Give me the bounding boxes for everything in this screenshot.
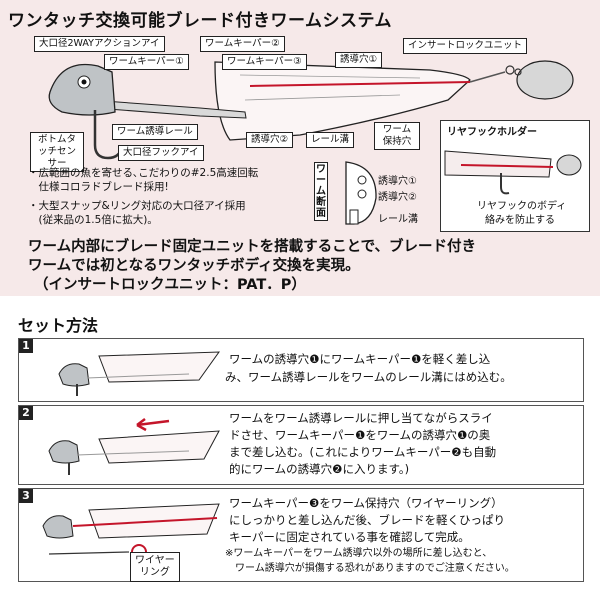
lure-illustration — [48, 60, 574, 160]
label-big-eye-2way: 大口径2WAYアクションアイ — [34, 36, 165, 52]
step-number: 2 — [19, 406, 33, 420]
headline-line-1: ワーム内部にブレード固定ユニットを搭載することで、ブレード付き — [28, 239, 477, 255]
colorado-blade — [516, 60, 574, 100]
wire-ring-line-1: ワイヤー — [135, 555, 175, 566]
cross-section-hole-2: 誘導穴② — [378, 192, 417, 203]
step-2-line-3: まで差し込む。(これによりワームキーパー❷も自動 — [229, 445, 497, 459]
product-overview-section: ワンタッチ交換可能ブレード付きワームシステム 大口径2WAYアクションアイ ワー… — [0, 0, 600, 296]
step-2-line-4: 的にワームの誘導穴❷に入ります。) — [229, 462, 410, 476]
page-title: ワンタッチ交換可能ブレード付きワームシステム — [8, 11, 392, 31]
cross-section-shape — [345, 161, 377, 225]
label-rail-groove: レール溝 — [306, 132, 355, 148]
slide-direction-arrow — [136, 419, 170, 427]
headline-line-3: （インサートロックユニット：PAT．P） — [34, 277, 306, 293]
step-2-illustration — [48, 418, 220, 475]
insert-lock-wire — [249, 81, 471, 87]
rear-hook-note-2: 絡みを防止する — [485, 215, 555, 226]
step-3-line-3: キーパーに固定されている事を確認して完成。 — [229, 530, 470, 544]
rear-hook-holder-panel: リヤフックホルダー リヤフックのボディ 絡みを防止する — [440, 120, 590, 232]
worm-body-shape — [214, 61, 471, 141]
headline-line-2: ワームでは初となるワンタッチボディ交換を実現。 — [28, 258, 360, 274]
step-number: 3 — [19, 489, 33, 503]
label-worm-keeper-1: ワームキーパー① — [104, 54, 189, 70]
wire-ring-line-2: リング — [139, 567, 170, 578]
wire-ring-label: ワイヤー リング — [130, 552, 180, 582]
rear-hook-illustration — [444, 150, 582, 195]
rear-hook-holder-title: リヤフックホルダー — [447, 127, 537, 138]
setup-step-2: 2 ワームをワーム誘導レールに押し当てながらスライ ドさせ、ワームキーパー❶をワ… — [18, 405, 584, 485]
step-1-line-1: ワームの誘導穴❶にワームキーパー❶を軽く差し込 — [229, 352, 491, 366]
label-guide-hole-1: 誘導穴① — [335, 52, 383, 68]
label-worm-guide-rail: ワーム誘導レール — [112, 124, 198, 140]
step-3-note-2: ワーム誘導穴が損傷する恐れがありますのでご注意ください。 — [225, 563, 515, 574]
step-3-line-2: にしっかりと差し込んだ後、ブレードを軽くひっぱり — [229, 513, 505, 527]
lure-head-shape — [48, 63, 116, 116]
step-1-line-2: み、ワーム誘導レールをワームのレール溝にはめ込む。 — [225, 370, 512, 384]
label-worm-keeper-2: ワームキーパー② — [200, 36, 285, 52]
headline: ワーム内部にブレード固定ユニットを搭載することで、ブレード付き ワームでは初とな… — [28, 238, 588, 295]
setup-step-1: 1 ワームの誘導穴❶にワームキーパー❶を軽く差し込 み、ワーム誘導レールをワーム… — [18, 338, 584, 402]
feature-line-3: ・大型スナップ&リング対応の大口径アイ採用 — [28, 200, 246, 212]
feature-line-2: 仕様コロラドブレード採用! — [28, 181, 169, 193]
step-3-line-1: ワームキーパー❸をワーム保持穴（ワイヤーリング） — [229, 496, 503, 510]
label-worm-holding-hole: ワーム保持穴 — [374, 122, 420, 150]
label-big-hook-eye: 大口径フックアイ — [118, 145, 204, 161]
label-bottom-touch-sensor: ボトムタッチセンサー — [30, 132, 84, 172]
step-2-line-2: ドさせ、ワームキーパー❶をワームの誘導穴❶の奥 — [229, 428, 491, 442]
feature-line-4: (従来品の1.5倍に拡大)｡ — [28, 214, 153, 226]
feature-line-1: ・広範囲の魚を寄せる､こだわりの#2.5高速回転 — [28, 167, 259, 179]
cross-section-rail: レール溝 — [378, 214, 418, 225]
cross-section-diagram: ワーム断面 誘導穴① 誘導穴② レール溝 — [314, 158, 434, 228]
step-3-illustration — [42, 503, 220, 560]
cross-section-hole-1: 誘導穴① — [378, 176, 417, 187]
cross-section-side-label: ワーム断面 — [314, 162, 328, 221]
label-worm-keeper-3: ワームキーパー③ — [222, 54, 307, 70]
setup-step-3: 3 ワームキーパー❸をワーム保持穴（ワイヤーリング） にしっかりと差し込んだ後、… — [18, 488, 584, 582]
step-1-illustration — [58, 351, 220, 396]
step-2-line-1: ワームをワーム誘導レールに押し当てながらスライ — [229, 411, 493, 425]
setup-title: セット方法 — [18, 316, 99, 335]
label-insert-lock-unit: インサートロックユニット — [403, 38, 528, 54]
label-guide-hole-2: 誘導穴② — [246, 132, 294, 148]
step-3-note-1: ※ワームキーパーをワーム誘導穴以外の場所に差し込むと、 — [225, 548, 493, 559]
rear-hook-note-1: リヤフックのボディ — [477, 201, 567, 212]
step-number: 1 — [19, 339, 33, 353]
